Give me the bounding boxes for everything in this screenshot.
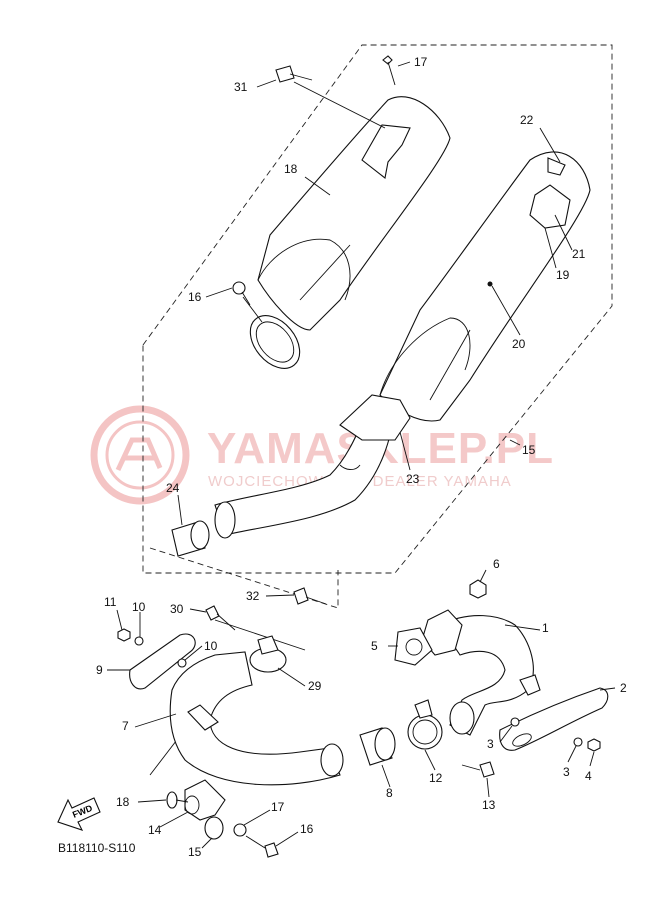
callout-32: 32 — [246, 589, 260, 603]
collar-part-17 — [233, 823, 247, 837]
callout-29: 29 — [308, 679, 322, 693]
callout-3a: 3 — [487, 737, 494, 751]
clamp-part-29 — [249, 635, 287, 673]
bolt-part-16 — [245, 835, 279, 858]
washer-part-3b — [573, 737, 583, 747]
bolt-part-32 — [293, 587, 327, 605]
callout-2: 2 — [620, 681, 627, 695]
callout-3b: 3 — [563, 765, 570, 779]
callout-8: 8 — [386, 786, 393, 800]
leader-lines — [107, 61, 616, 849]
nut-part-6 — [469, 579, 487, 599]
damper-part-15 — [204, 816, 224, 840]
callout-25: 21 — [572, 247, 586, 261]
callout-12: 12 — [429, 771, 443, 785]
callout-6: 6 — [493, 557, 500, 571]
bolt-part-20 — [232, 281, 251, 306]
exhaust-pipe-part-1 — [421, 609, 541, 736]
bracket-part-9 — [129, 633, 196, 690]
clamp-part-12 — [407, 699, 443, 750]
callout-27: 23 — [406, 472, 420, 486]
callout-20: 16 — [188, 290, 202, 304]
watermark-logo — [90, 405, 190, 505]
callout-30: 30 — [170, 602, 184, 616]
callout-28: 24 — [166, 481, 180, 495]
callout-26: 22 — [520, 113, 534, 127]
nut-part-10 — [134, 636, 144, 646]
callout-13: 13 — [482, 798, 496, 812]
callout-17: 17 — [271, 800, 285, 814]
muffler-end-part-22 — [249, 96, 451, 369]
gasket-part-5 — [394, 627, 433, 666]
callout-5: 5 — [371, 639, 378, 653]
callout-1: 1 — [542, 621, 549, 635]
bolt-part-30 — [205, 605, 236, 631]
protector-part-2 — [499, 687, 609, 751]
bolt-part-13 — [461, 761, 495, 778]
callout-19: 15 — [522, 443, 536, 457]
bracket-part-14 — [184, 779, 226, 821]
callout-24: 20 — [512, 337, 526, 351]
callout-10b: 10 — [204, 639, 218, 653]
gasket-part-28 — [171, 520, 210, 557]
callout-21: 17 — [414, 55, 428, 69]
nut-part-4 — [587, 738, 601, 752]
bolt-part-11 — [117, 628, 131, 642]
link-pipe-part-27 — [214, 394, 411, 539]
callout-10: 10 — [132, 600, 146, 614]
bolt-part-31 — [275, 65, 313, 83]
callout-11: 11 — [104, 595, 117, 609]
bolt-part-18 — [166, 791, 189, 809]
gasket-part-8 — [359, 727, 396, 766]
muffler-group-outline — [142, 44, 613, 574]
muffler-body-part-24 — [379, 151, 591, 422]
fwd-arrow-icon: FWD — [57, 797, 101, 831]
nut-part-10b — [177, 658, 187, 668]
callout-31: 31 — [234, 80, 248, 94]
callout-16: 16 — [300, 822, 314, 836]
diagram-code: B118110-S110 — [58, 841, 136, 855]
callout-7: 7 — [122, 719, 129, 733]
callout-labels: 31 17 18 16 22 21 19 20 15 23 24 32 30 1… — [96, 55, 627, 859]
callout-23: 19 — [556, 268, 570, 282]
bolt-part-21 — [382, 55, 396, 86]
callout-14: 14 — [148, 823, 162, 837]
exhaust-pipe-part-7 — [169, 651, 344, 786]
callout-15: 15 — [188, 845, 202, 859]
callout-22: 18 — [284, 162, 298, 176]
callout-18: 18 — [116, 795, 130, 809]
callout-9: 9 — [96, 663, 103, 677]
washer-part-3 — [510, 717, 520, 727]
callout-4: 4 — [585, 769, 592, 783]
